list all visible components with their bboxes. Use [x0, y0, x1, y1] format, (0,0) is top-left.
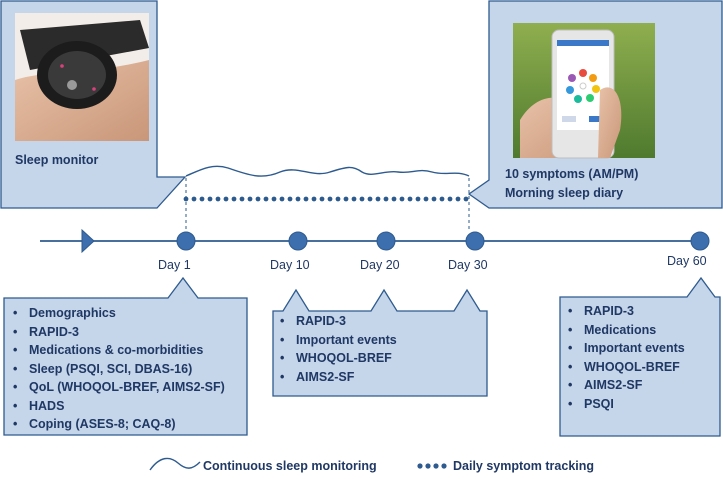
list-item: WHOQOL-BREF: [278, 349, 397, 368]
list-item: RAPID-3: [11, 323, 225, 342]
list-item: RAPID-3: [566, 302, 685, 321]
list-item: Important events: [566, 339, 685, 358]
symptom-app-caption: 10 symptoms (AM/PM) Morning sleep diary: [505, 165, 638, 202]
list-item: WHOQOL-BREF: [566, 358, 685, 377]
legend-dots-icon: [417, 463, 447, 469]
legend-wave-icon: [149, 457, 201, 471]
list-item: RAPID-3: [278, 312, 397, 331]
sleep-monitor-caption: Sleep monitor: [15, 153, 99, 167]
list-item: HADS: [11, 397, 225, 416]
list-item: AIMS2-SF: [566, 376, 685, 395]
list-item: PSQI: [566, 395, 685, 414]
list-item: AIMS2-SF: [278, 368, 397, 387]
list-item: Medications: [566, 321, 685, 340]
interim-list: RAPID-3 Important events WHOQOL-BREF AIM…: [278, 312, 397, 386]
node-day20: [376, 231, 396, 251]
legend-wave-label: Continuous sleep monitoring: [203, 459, 377, 473]
day-label-1: Day 1: [158, 258, 191, 272]
symptom-caption-line-1: 10 symptoms (AM/PM): [505, 167, 639, 181]
symptom-caption-line-2: Morning sleep diary: [505, 185, 624, 200]
day-label-20: Day 20: [360, 258, 400, 272]
day-label-30: Day 30: [448, 258, 488, 272]
day-label-10: Day 10: [270, 258, 310, 272]
daily-symptom-dots: [183, 196, 469, 202]
node-day10: [288, 231, 308, 251]
legend-dots-label: Daily symptom tracking: [453, 459, 595, 473]
list-item: Demographics: [11, 304, 225, 323]
timeline-start-arrow: [81, 228, 95, 254]
day-label-60: Day 60: [667, 254, 707, 268]
list-item: Sleep (PSQI, SCI, DBAS-16): [11, 360, 225, 379]
list-item: Medications & co-morbidities: [11, 341, 225, 360]
node-day30: [465, 231, 485, 251]
list-item: Coping (ASES-8; CAQ-8): [11, 415, 225, 434]
continuous-sleep-wave: [185, 165, 470, 177]
list-item: QoL (WHOQOL-BREF, AIMS2-SF): [11, 378, 225, 397]
list-item: Important events: [278, 331, 397, 350]
final-list: RAPID-3 Medications Important events WHO…: [566, 302, 685, 413]
sleep-monitor-photo: [15, 13, 149, 141]
symptom-app-photo: [513, 23, 655, 159]
node-day60: [690, 231, 710, 251]
baseline-list: Demographics RAPID-3 Medications & co-mo…: [11, 304, 225, 434]
node-day1: [176, 231, 196, 251]
